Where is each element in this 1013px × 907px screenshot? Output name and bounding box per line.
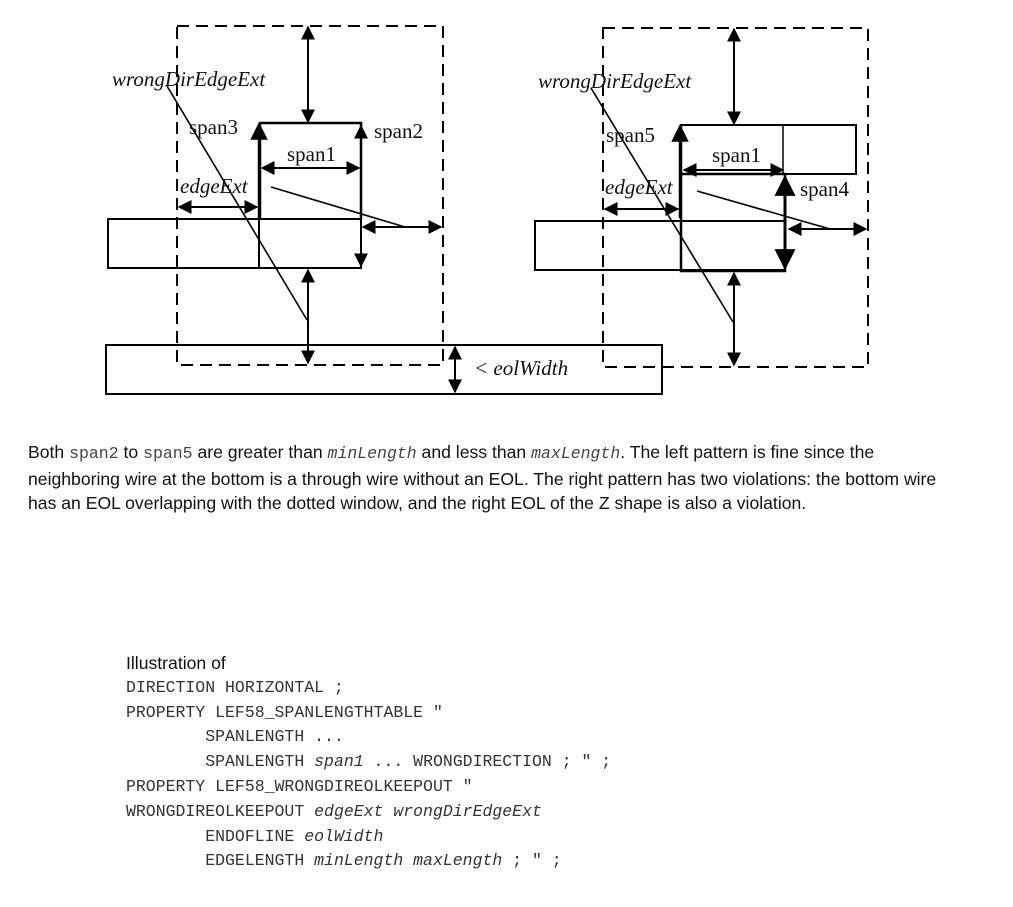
- left-pattern: wrongDirEdgeExt span3 span2 span1 edgeEx…: [107, 25, 444, 366]
- left-vertical-jog: [258, 121, 363, 219]
- left-wrongdir-leader: [166, 85, 308, 321]
- code-keyword: PROPERTY LEF58_SPANLENGTHTABLE ": [126, 702, 443, 722]
- left-label-wrongdiredgeext: wrongDirEdgeExt: [112, 67, 266, 91]
- caption-text: to: [118, 442, 144, 462]
- left-label-span1: span1: [287, 142, 336, 166]
- caption-text: . The left pattern is fine since the nei…: [28, 442, 937, 513]
- right-pattern: wrongDirEdgeExt span5 span1 edgeExt span…: [534, 27, 869, 368]
- right-label-span5: span5: [606, 123, 655, 147]
- diagram-caption: Both span2 to span5 are greater than min…: [28, 440, 948, 516]
- code-line: SPANLENGTH ...: [126, 725, 611, 750]
- bottom-wire-group: < eolWidth: [105, 344, 663, 395]
- left-label-edgeext: edgeExt: [180, 174, 249, 198]
- code-keyword: PROPERTY LEF58_WRONGDIREOLKEEPOUT ": [126, 776, 473, 796]
- code-keyword: ... WRONGDIRECTION ; " ;: [363, 752, 612, 772]
- code-heading: Illustration of: [126, 653, 226, 673]
- code-keyword: SPANLENGTH ...: [126, 727, 344, 747]
- keepout-diagram: wrongDirEdgeExt span3 span2 span1 edgeEx…: [105, 25, 869, 395]
- caption-code-term: span5: [143, 444, 193, 463]
- code-line: PROPERTY LEF58_WRONGDIREOLKEEPOUT ": [126, 775, 611, 800]
- code-keyword: DIRECTION HORIZONTAL ;: [126, 677, 344, 697]
- code-keyword: EDGELENGTH: [126, 851, 315, 871]
- code-keyword: WRONGDIREOLKEEPOUT: [126, 801, 315, 821]
- caption-code-term: span2: [69, 444, 119, 463]
- lef-syntax-block: Illustration of DIRECTION HORIZONTAL ; PR…: [126, 651, 611, 874]
- code-line: EDGELENGTH minLength maxLength ; " ;: [126, 849, 611, 874]
- bottom-wire: [105, 344, 663, 395]
- right-label-span1: span1: [712, 143, 761, 167]
- code-parameter: minLength maxLength: [314, 851, 503, 871]
- caption-text: are greater than: [192, 442, 328, 462]
- caption-text: and less than: [416, 442, 532, 462]
- code-lines: DIRECTION HORIZONTAL ; PROPERTY LEF58_SPA…: [126, 676, 611, 874]
- code-line: PROPERTY LEF58_SPANLENGTHTABLE ": [126, 701, 611, 726]
- caption-code-term: maxLength: [531, 444, 621, 463]
- right-horizontal-wire: [534, 220, 786, 271]
- code-parameter: edgeExt wrongDirEdgeExt: [314, 801, 542, 821]
- code-keyword: ENDOFLINE: [126, 826, 305, 846]
- code-line: WRONGDIREOLKEEPOUT edgeExt wrongDirEdgeE…: [126, 800, 611, 825]
- right-label-edgeext: edgeExt: [605, 175, 674, 199]
- code-parameter: eolWidth: [304, 826, 384, 846]
- left-label-span3: span3: [189, 115, 238, 139]
- caption-code-term: minLength: [327, 444, 417, 463]
- right-top-wire: [680, 124, 857, 175]
- code-line: ENDOFLINE eolWidth: [126, 825, 611, 850]
- code-keyword: SPANLENGTH: [126, 752, 315, 772]
- right-wrongdir-leader: [590, 87, 734, 323]
- left-edgeext-leader: [270, 186, 406, 228]
- left-horizontal-wire: [107, 218, 362, 269]
- eolwidth-label: < eolWidth: [474, 356, 568, 380]
- right-label-wrongdiredgeext: wrongDirEdgeExt: [538, 69, 692, 93]
- right-edgeext-leader: [696, 190, 831, 230]
- left-label-span2: span2: [374, 119, 423, 143]
- caption-text: Both: [28, 442, 70, 462]
- code-keyword: ; " ;: [502, 851, 562, 871]
- code-parameter: span1: [314, 752, 364, 772]
- code-line: DIRECTION HORIZONTAL ;: [126, 676, 611, 701]
- code-line: SPANLENGTH span1 ... WRONGDIRECTION ; " …: [126, 750, 611, 775]
- right-label-span4: span4: [800, 177, 849, 201]
